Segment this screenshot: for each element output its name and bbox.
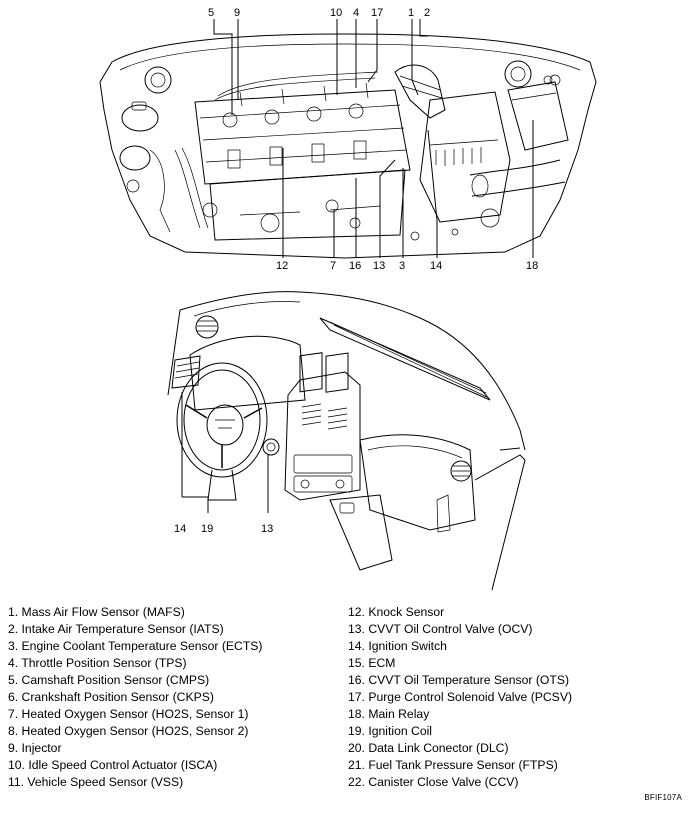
legend-item: 14. Ignition Switch xyxy=(348,639,447,653)
engine-compartment-illustration xyxy=(99,19,597,259)
legend-item: 10. Idle Speed Control Actuator (ISCA) xyxy=(8,758,218,772)
legend-item: 7. Heated Oxygen Sensor (HO2S, Sensor 1) xyxy=(8,707,249,721)
legend-left-column: 1. Mass Air Flow Sensor (MAFS) 2. Intake… xyxy=(8,604,262,791)
legend-item: 20. Data Link Conector (DLC) xyxy=(348,741,509,755)
component-location-drawing xyxy=(99,19,597,591)
legend-item: 12. Knock Sensor xyxy=(348,605,445,619)
legend-item: 9. Injector xyxy=(8,741,62,755)
callout-17: 17 xyxy=(371,7,384,19)
legend-item: 8. Heated Oxygen Sensor (HO2S, Sensor 2) xyxy=(8,724,249,738)
callout-3: 3 xyxy=(399,260,406,272)
legend-item: 17. Purge Control Solenoid Valve (PCSV) xyxy=(348,690,573,704)
callout-7: 7 xyxy=(330,260,337,272)
legend-item: 11. Vehicle Speed Sensor (VSS) xyxy=(8,775,184,789)
figure-code: BFIF107A xyxy=(644,793,682,802)
legend-item: 4. Throttle Position Sensor (TPS) xyxy=(8,656,187,670)
legend-item: 22. Canister Close Valve (CCV) xyxy=(348,775,519,789)
callout-14: 14 xyxy=(430,260,443,272)
callout-2: 2 xyxy=(424,7,431,19)
callout-9: 9 xyxy=(234,7,241,19)
dashboard-illustration xyxy=(167,291,526,591)
legend-item: 21. Fuel Tank Pressure Sensor (FTPS) xyxy=(348,758,558,772)
legend-item: 6. Crankshaft Position Sensor (CKPS) xyxy=(8,690,214,704)
callout-4: 4 xyxy=(353,7,360,19)
legend-item: 13. CVVT Oil Control Valve (OCV) xyxy=(348,622,533,636)
callout-13-dash: 13 xyxy=(261,523,274,535)
callout-5: 5 xyxy=(208,7,215,19)
legend-item: 2. Intake Air Temperature Sensor (IATS) xyxy=(8,622,224,636)
legend-item: 16. CVVT Oil Temperature Sensor (OTS) xyxy=(348,673,570,687)
legend-item: 5. Camshaft Position Sensor (CMPS) xyxy=(8,673,210,687)
callout-12: 12 xyxy=(276,260,289,272)
callout-18: 18 xyxy=(526,260,539,272)
legend-item: 19. Ignition Coil xyxy=(348,724,433,738)
callout-1: 1 xyxy=(408,7,415,19)
callout-13: 13 xyxy=(373,260,386,272)
legend-right-column: 12. Knock Sensor 13. CVVT Oil Control Va… xyxy=(348,604,572,791)
callout-10: 10 xyxy=(330,7,343,19)
legend-item: 3. Engine Coolant Temperature Sensor (EC… xyxy=(8,639,263,653)
legend-item: 15. ECM xyxy=(348,656,396,670)
callout-16: 16 xyxy=(349,260,362,272)
callout-19: 19 xyxy=(201,523,214,535)
legend-item: 18. Main Relay xyxy=(348,707,430,721)
callout-14-dash: 14 xyxy=(174,523,187,535)
legend-item: 1. Mass Air Flow Sensor (MAFS) xyxy=(8,605,185,619)
